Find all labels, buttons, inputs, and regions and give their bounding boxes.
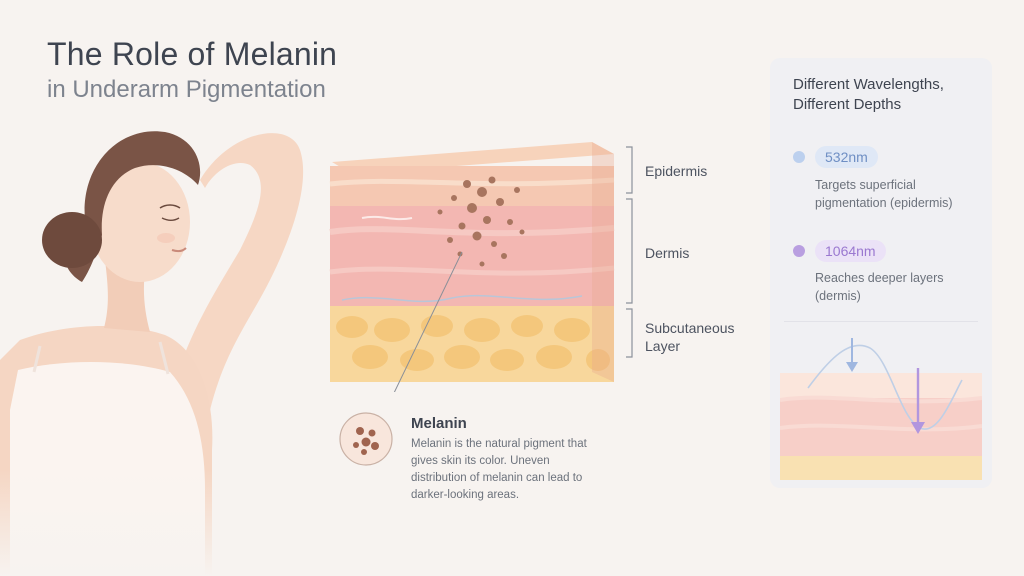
subcutaneous-label: Subcutaneous Layer [645, 320, 735, 354]
wavelength-532-dot [793, 151, 805, 163]
wavelength-532-badge: 532nm [815, 146, 878, 168]
subcutaneous-layer [330, 306, 614, 382]
wavelength-1064-description: Reaches deeper layers (dermis) [815, 271, 944, 303]
panel-divider [784, 321, 978, 322]
dermis-label: Dermis [645, 245, 690, 261]
wavelength-532-description: Targets superficial pigmentation (epider… [815, 178, 953, 210]
panel-title: Different Wavelengths, Different Depths [793, 76, 944, 113]
wavelength-panel: Different Wavelengths, Different Depths … [770, 58, 992, 488]
wavelength-1064-dot [793, 245, 805, 257]
subcutaneous-brace [626, 308, 633, 358]
epidermis-layer [330, 166, 614, 206]
wavelength-depth-illustration [780, 338, 982, 480]
skin-cross-section [329, 142, 615, 392]
melanin-granules [437, 176, 525, 267]
page-subtitle: in Underarm Pigmentation [47, 76, 326, 103]
wave-path [807, 344, 963, 430]
melanin-callout-line [393, 251, 463, 392]
dermis-layer [330, 206, 614, 306]
epidermis-brace [626, 146, 633, 194]
epidermis-label: Epidermis [645, 163, 708, 179]
melanin-title: Melanin [411, 415, 467, 432]
woman-illustration [0, 131, 330, 576]
melanin-magnified-icon [339, 412, 393, 466]
page-title: The Role of Melanin [47, 36, 338, 72]
melanin-description: Melanin is the natural pigment that give… [411, 438, 587, 501]
dermis-brace [626, 198, 633, 304]
wavelength-1064-badge: 1064nm [815, 240, 886, 262]
fat-cells [336, 315, 610, 371]
